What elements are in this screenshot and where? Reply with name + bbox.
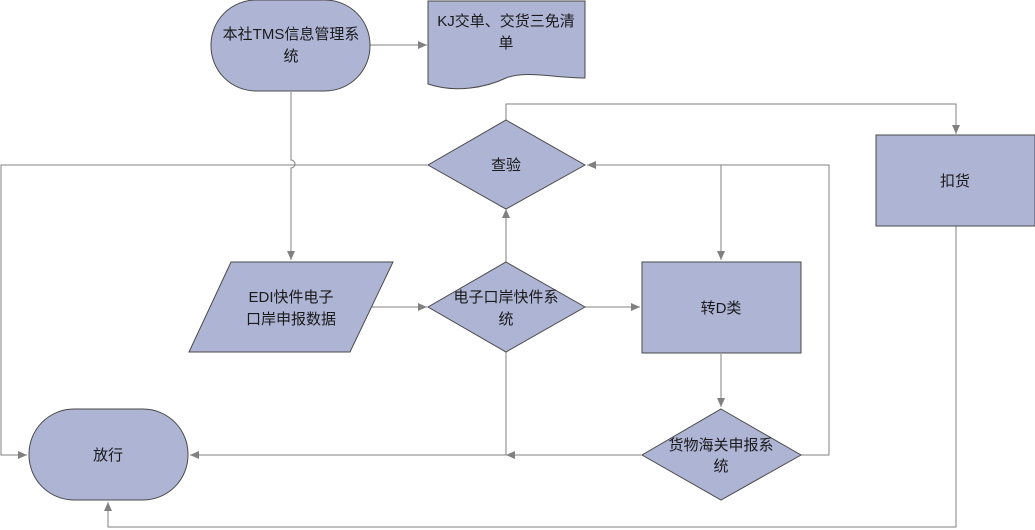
kj-doc-label-line2: 单 bbox=[498, 35, 513, 52]
release-label: 放行 bbox=[93, 447, 123, 464]
edge-eport-to-release bbox=[190, 352, 507, 459]
node-inspection: 查验 bbox=[426, 119, 587, 210]
node-goods-declaration: 货物海关申报系 统 bbox=[640, 408, 803, 501]
node-kj-document: KJ交单、交货三免清 单 bbox=[427, 0, 586, 90]
edi-label-line2: 口岸申报数据 bbox=[246, 311, 336, 328]
edge-goods-to-inspect bbox=[587, 161, 830, 456]
node-tms-system: 本社TMS信息管理系 统 bbox=[210, 0, 371, 92]
goods-label-line2: 统 bbox=[713, 458, 728, 475]
edge-detain-to-release bbox=[104, 226, 957, 528]
inspect-label: 查验 bbox=[491, 157, 521, 174]
kj-doc-label-line1: KJ交单、交货三免清 bbox=[437, 12, 575, 30]
edge-tms-to-edi bbox=[287, 92, 296, 260]
node-eport-system: 电子口岸快件系 统 bbox=[426, 261, 587, 353]
eport-label-line1: 电子口岸快件系 bbox=[453, 289, 558, 306]
connectors bbox=[0, 41, 960, 528]
edge-inspect-to-release bbox=[0, 164, 427, 459]
node-edi-data: EDI快件电子 口岸申报数据 bbox=[188, 261, 394, 353]
detain-label: 扣货 bbox=[940, 173, 970, 190]
node-detain: 扣货 bbox=[875, 134, 1035, 227]
edi-label-line1: EDI快件电子 bbox=[248, 289, 333, 306]
edge-inspect-to-detain bbox=[505, 103, 960, 134]
node-release: 放行 bbox=[28, 408, 189, 501]
eport-label-line2: 统 bbox=[498, 311, 513, 328]
goods-label-line1: 货物海关申报系 bbox=[668, 437, 773, 454]
node-class-d: 转D类 bbox=[641, 261, 802, 354]
tms-label-line1: 本社TMS信息管理系 bbox=[223, 26, 360, 43]
class-d-label: 转D类 bbox=[701, 300, 742, 317]
tms-label-line2: 统 bbox=[283, 48, 298, 65]
